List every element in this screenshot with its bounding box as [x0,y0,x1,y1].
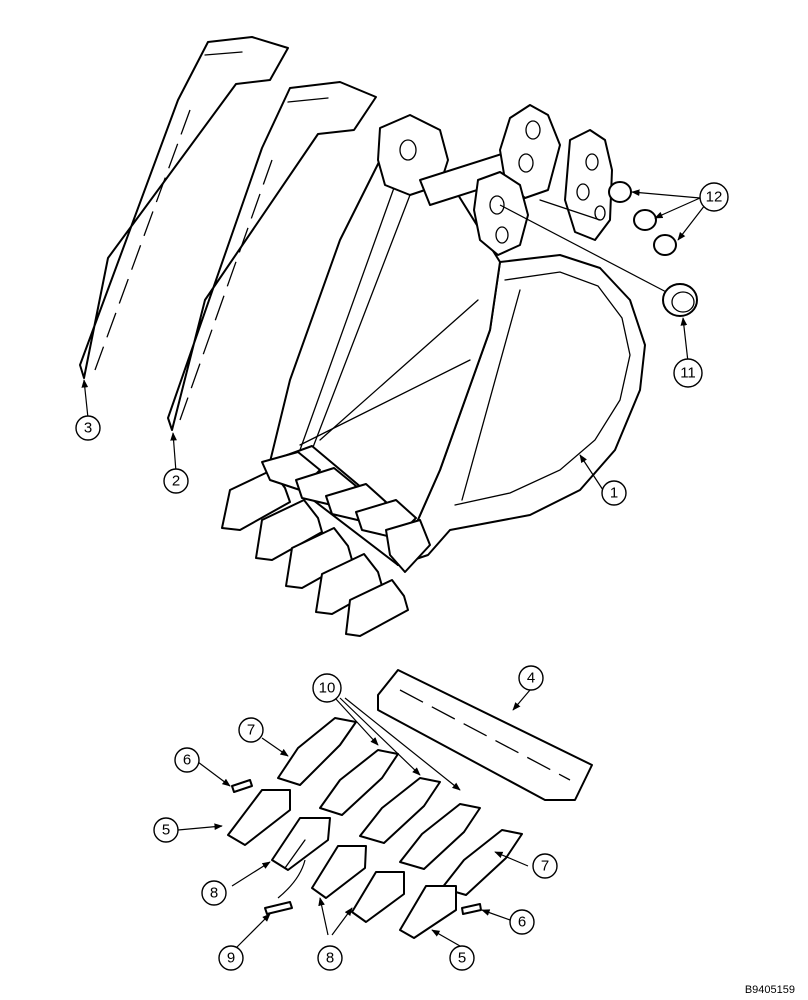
callout-10-label: 10 [319,680,336,697]
callout-8a-label: 8 [210,885,218,902]
callout-8b-label: 8 [326,950,334,967]
callout-3-label: 3 [84,420,92,437]
callout-5b: 5 [449,945,475,971]
callout-11-label: 11 [680,365,696,382]
bushing-part-11 [662,283,698,317]
callout-4: 4 [518,665,544,691]
drawing-reference-code: B9405159 [745,984,795,996]
cutting-edge-part-4 [377,669,593,801]
callout-7b: 7 [532,853,558,879]
callout-12: 12 [699,182,729,212]
callout-3: 3 [75,415,101,441]
side-cutter-part-3 [79,36,289,379]
retainer-pins-part-6-9 [231,779,482,915]
callout-4-label: 4 [527,670,535,687]
callout-12-label: 12 [706,189,723,206]
callout-6a-label: 6 [183,752,191,769]
callout-6b: 6 [509,909,535,935]
callout-5a: 5 [153,817,179,843]
callout-9-label: 9 [227,950,235,967]
bucket-teeth-assembled [221,451,431,637]
callout-5b-label: 5 [458,950,466,967]
callout-6a: 6 [174,747,200,773]
callout-7a-label: 7 [247,722,255,739]
bushing-set-part-12 [608,181,677,256]
tooth-tips-part-5-8 [227,789,457,939]
callout-2-label: 2 [172,473,180,490]
callout-leaders [81,189,706,949]
callout-2: 2 [163,468,189,494]
callout-8b: 8 [317,945,343,971]
callout-10: 10 [312,673,342,703]
callout-8a: 8 [201,880,227,906]
callout-5a-label: 5 [162,822,170,839]
callout-9: 9 [218,945,244,971]
callout-6b-label: 6 [518,914,526,931]
tooth-adapters-part-7-10 [277,717,523,896]
callout-7a: 7 [238,717,264,743]
callout-7b-label: 7 [541,858,549,875]
side-cutter-part-2 [167,81,377,431]
callout-11: 11 [673,358,703,388]
callout-1: 1 [601,480,627,506]
callout-1-label: 1 [610,485,618,502]
